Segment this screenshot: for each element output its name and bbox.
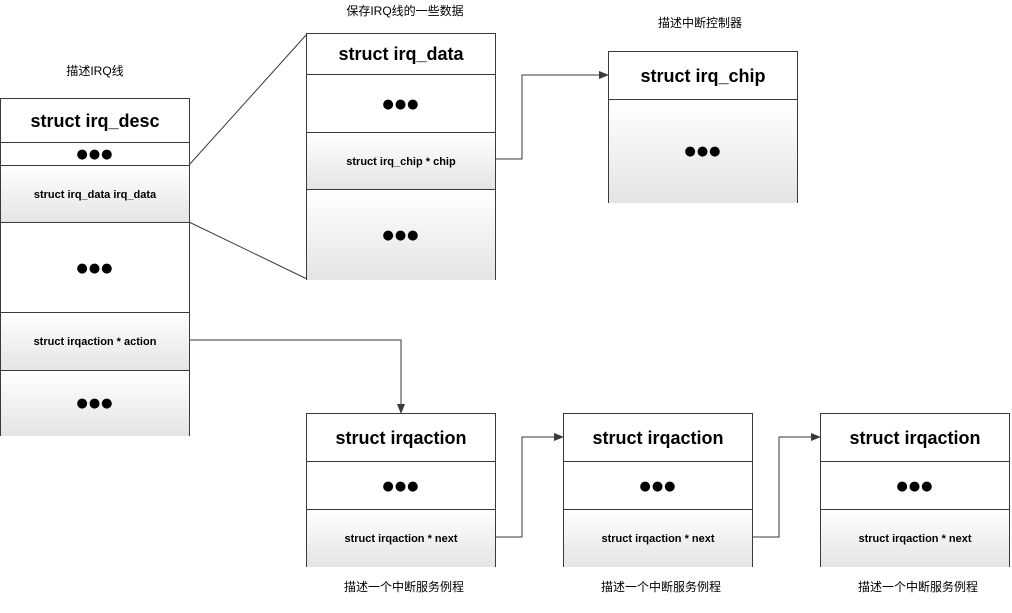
irq-data-struct: struct irq_data ●●● struct irq_chip * ch…: [306, 33, 496, 280]
irq-desc-field-ellipsis-3: ●●●: [1, 370, 189, 436]
caption-irq-data: 保存IRQ线的一些数据: [346, 4, 464, 18]
irqaction-3-field-ellipsis: ●●●: [821, 461, 1009, 510]
irqaction-struct-1: struct irqaction ●●● struct irqaction * …: [306, 413, 496, 567]
irq-desc-field-action: struct irqaction * action: [1, 312, 189, 371]
irq-desc-field-irq-data: struct irq_data irq_data: [1, 165, 189, 223]
expand-line-bottom: [188, 221, 308, 280]
irq-data-title: struct irq_data: [338, 44, 464, 64]
irq-desc-struct: struct irq_desc ●●● struct irq_data irq_…: [0, 98, 190, 436]
irq-desc-title: struct irq_desc: [30, 110, 160, 131]
caption-irq-desc: 描述IRQ线: [66, 64, 124, 78]
caption-irqaction-2: 描述一个中断服务例程: [600, 580, 721, 594]
next-pointer-arrow-1: [494, 433, 564, 538]
irqaction-1-field-next: struct irqaction * next: [307, 509, 495, 567]
irq-desc-field-ellipsis-2: ●●●: [1, 222, 189, 313]
irq-data-field-ellipsis-2: ●●●: [307, 189, 495, 280]
irq-desc-field-ellipsis-1: ●●●: [1, 142, 189, 166]
irqaction-struct-3: struct irqaction ●●● struct irqaction * …: [820, 413, 1010, 567]
caption-irq-chip: 描述中断控制器: [657, 16, 742, 30]
irqaction-struct-2: struct irqaction ●●● struct irqaction * …: [563, 413, 753, 567]
chip-pointer-arrow: [494, 71, 609, 160]
irq-chip-title: struct irq_chip: [640, 65, 766, 86]
caption-irqaction-1: 描述一个中断服务例程: [343, 580, 464, 594]
expand-line-top: [188, 33, 308, 166]
irqaction-1-title: struct irqaction: [335, 427, 467, 448]
irq-data-field-ellipsis-1: ●●●: [307, 74, 495, 133]
irqaction-3-title: struct irqaction: [849, 427, 981, 448]
irqaction-1-field-ellipsis: ●●●: [307, 461, 495, 510]
irq-data-field-chip: struct irq_chip * chip: [307, 132, 495, 190]
next-pointer-arrow-2: [751, 433, 821, 538]
irqaction-2-field-ellipsis: ●●●: [564, 461, 752, 510]
caption-irqaction-3: 描述一个中断服务例程: [857, 580, 978, 594]
irqaction-3-field-next: struct irqaction * next: [821, 509, 1009, 567]
irqaction-2-title: struct irqaction: [592, 427, 724, 448]
irq-chip-field-ellipsis: ●●●: [609, 99, 797, 203]
irqaction-2-field-next: struct irqaction * next: [564, 509, 752, 567]
action-pointer-arrow: [189, 339, 405, 414]
irq-chip-struct: struct irq_chip ●●●: [608, 51, 798, 203]
